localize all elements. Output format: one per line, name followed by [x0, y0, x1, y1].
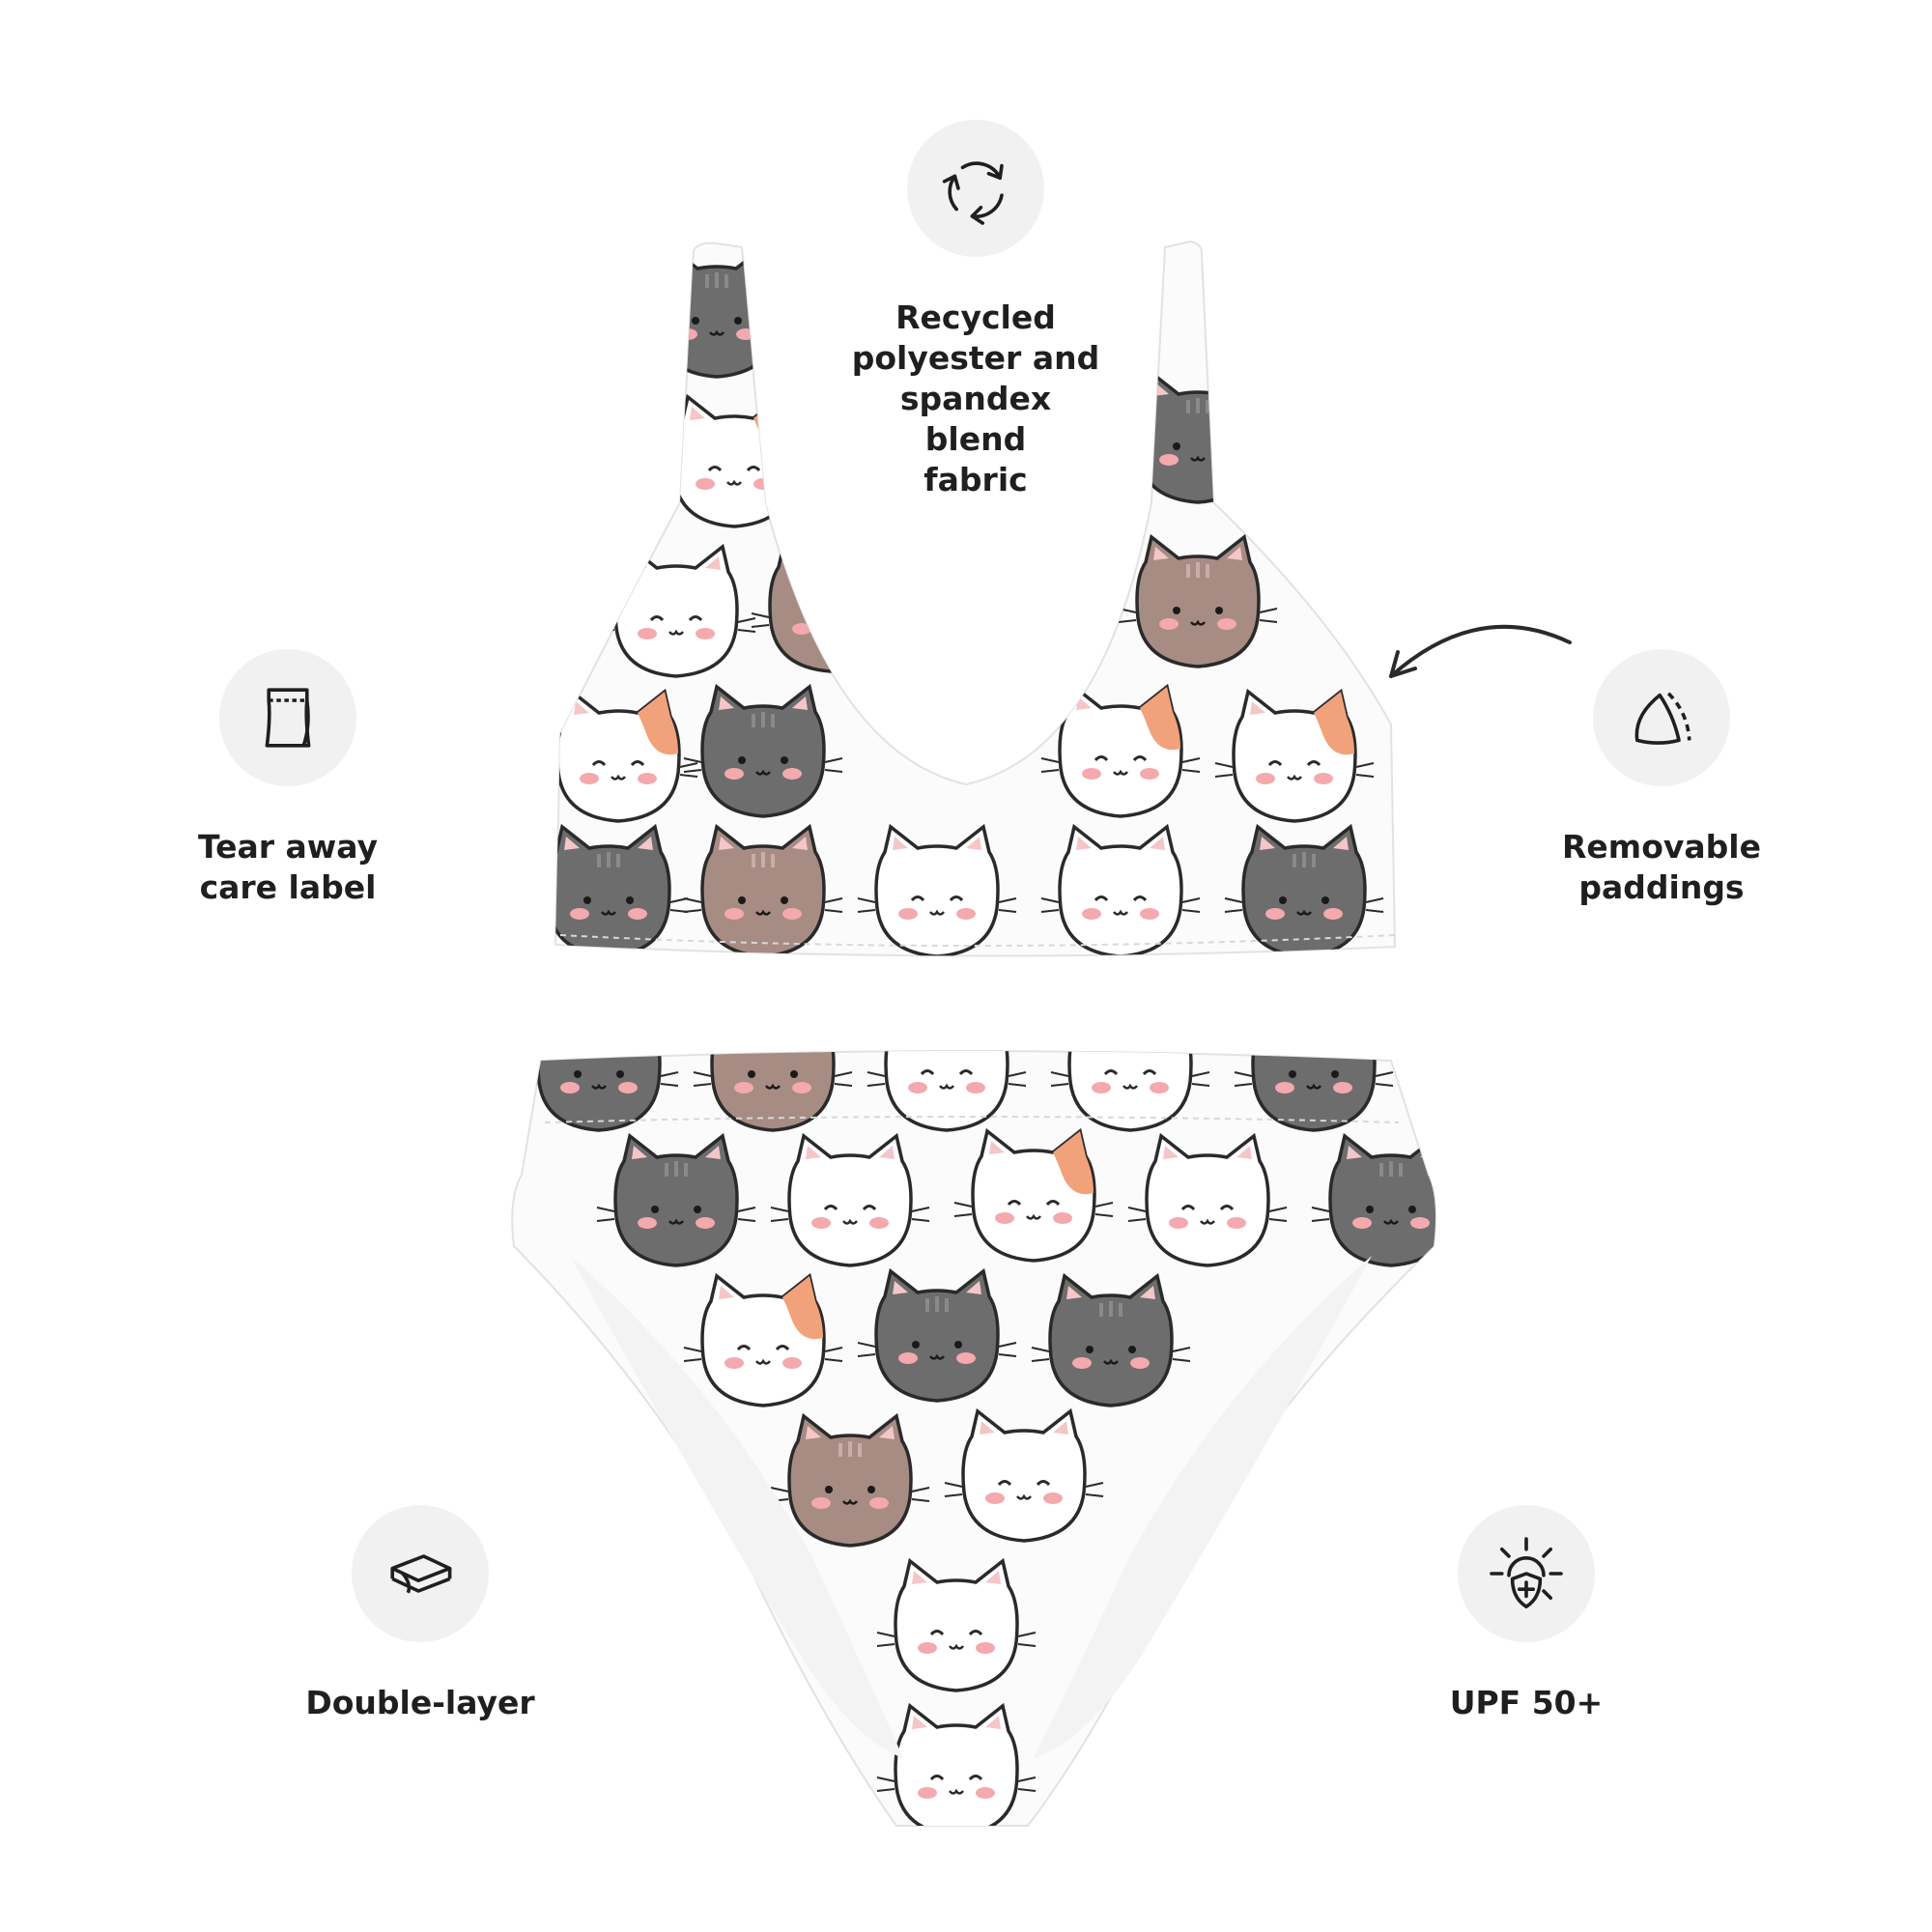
bikini-top — [554, 240, 1397, 957]
feature-upf-label: UPF 50+ — [1449, 1684, 1604, 1721]
feature-double-layer-label: Double-layer — [305, 1684, 535, 1721]
feature-removable-paddings-label: Removable paddings — [1562, 828, 1761, 906]
recycle-icon — [907, 120, 1044, 257]
care-label-icon — [219, 649, 356, 786]
padding-icon — [1593, 649, 1730, 786]
fabric-layers-icon — [352, 1505, 489, 1642]
feature-recycled-label: Recycled polyester and spandex blend fab… — [851, 298, 1100, 498]
feature-recycled: Recycled polyester and spandex blend fab… — [850, 120, 1101, 500]
padding-arrow — [1389, 624, 1572, 678]
feature-tear-away-label: Tear away care label — [197, 828, 379, 906]
feature-tear-away: Tear away care label — [172, 649, 404, 908]
feature-upf: UPF 50+ — [1401, 1505, 1652, 1723]
feature-removable-paddings: Removable paddings — [1546, 649, 1777, 908]
feature-double-layer: Double-layer — [295, 1505, 546, 1723]
bikini-bottom — [511, 1050, 1436, 1827]
sun-shield-icon — [1458, 1505, 1595, 1642]
